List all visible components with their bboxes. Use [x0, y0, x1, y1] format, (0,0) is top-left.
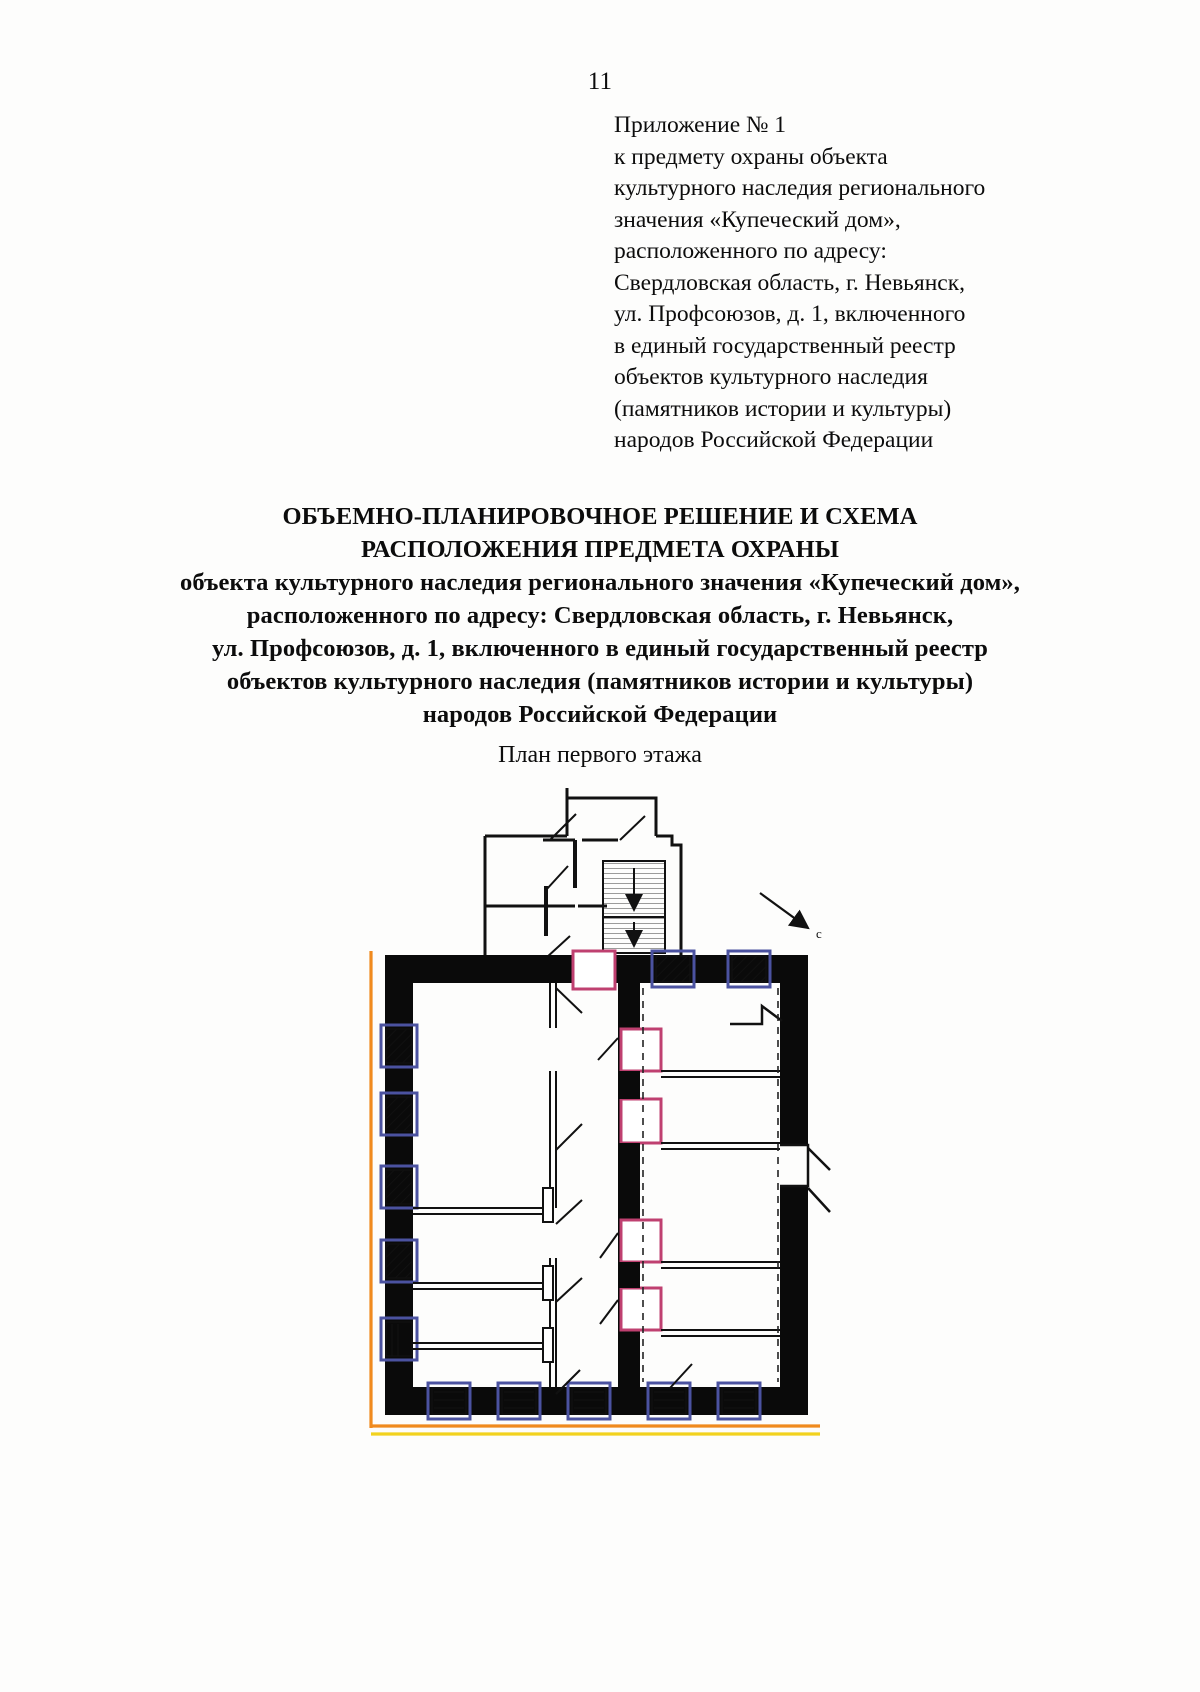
appendix-line-5: расположенного по адресу:: [614, 238, 887, 264]
annex-door-swings: [545, 813, 646, 959]
dashed-reference-lines: [642, 988, 779, 1382]
appendix-line-4: значения «Купеческий дом»,: [614, 206, 901, 233]
window-opening: [650, 949, 696, 989]
window-opening: [726, 949, 772, 989]
appendix-line-2: к предмету охраны объекта: [614, 143, 888, 170]
door-opening: [619, 1027, 663, 1073]
window-opening: [646, 1381, 692, 1421]
floor-plan-drawing: с: [360, 788, 840, 1448]
window-openings: [379, 949, 772, 1421]
window-opening: [496, 1381, 542, 1421]
window-opening: [379, 1164, 419, 1210]
window-opening: [379, 1238, 419, 1284]
title-line-7: народов Российской Федерации: [422, 701, 778, 728]
title-line-3: объекта культурного наследия регионально…: [180, 569, 1020, 596]
door-opening: [619, 1218, 663, 1264]
spine-door-jambs: [618, 1071, 640, 1288]
window-opening: [566, 1381, 612, 1421]
title-line-2: РАСПОЛОЖЕНИЯ ПРЕДМЕТА ОХРАНЫ: [361, 536, 839, 563]
appendix-reference-block: Приложение № 1 к предмету охраны объекта…: [614, 110, 1084, 457]
title-line-6: объектов культурного наследия (памятнико…: [226, 668, 974, 695]
appendix-line-3: культурного наследия регионального: [614, 175, 986, 201]
window-opening: [716, 1381, 762, 1421]
interior-partitions: [413, 983, 780, 1387]
title-line-4: расположенного по адресу: Свердловская о…: [246, 602, 954, 629]
plan-caption: План первого этажа: [498, 742, 702, 768]
door-openings: [571, 949, 663, 1332]
document-title: ОБЪЕМНО-ПЛАНИРОВОЧНОЕ РЕШЕНИЕ И СХЕМА РА…: [100, 500, 1100, 731]
window-opening: [379, 1023, 419, 1069]
door-opening: [571, 949, 617, 991]
door-opening: [619, 1097, 663, 1145]
appendix-line-9: объектов культурного наследия: [614, 364, 928, 390]
page-number: 11: [587, 68, 613, 95]
annex-partitions: [543, 838, 618, 936]
staircase: [602, 860, 666, 954]
appendix-line-1: Приложение № 1: [614, 112, 787, 138]
appendix-line-7: ул. Профсоюзов, д. 1, включенного: [614, 301, 966, 327]
appendix-line-6: Свердловская область, г. Невьянск,: [614, 269, 966, 296]
appendix-line-8: в единый государственный реестр: [614, 332, 956, 359]
door-opening: [619, 1286, 663, 1332]
door-swing-lines: [555, 987, 693, 1395]
window-opening: [426, 1381, 472, 1421]
appendix-line-10: (памятников истории и культуры): [614, 395, 952, 422]
annex-outline: [483, 788, 683, 956]
north-arrow-icon: [759, 892, 810, 930]
window-opening: [379, 1091, 419, 1137]
title-line-5: ул. Профсоюзов, д. 1, включенного в един…: [211, 635, 989, 662]
window-opening: [379, 1316, 419, 1362]
title-line-1: ОБЪЕМНО-ПЛАНИРОВОЧНОЕ РЕШЕНИЕ И СХЕМА: [282, 503, 918, 530]
appendix-line-11: народов Российской Федерации: [614, 427, 934, 453]
entrance-notch: [730, 1003, 831, 1213]
north-arrow-label: с: [816, 926, 822, 941]
